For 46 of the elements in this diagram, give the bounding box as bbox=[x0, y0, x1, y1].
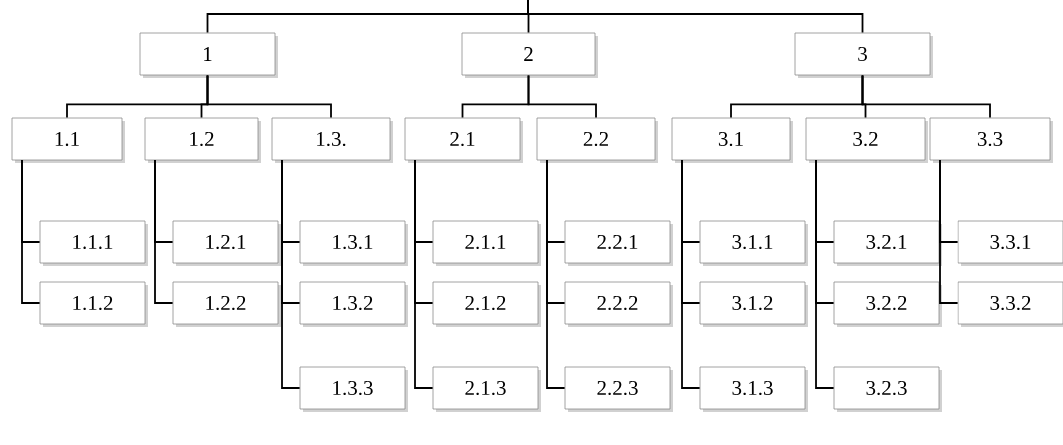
connector-line bbox=[546, 159, 566, 389]
box: 2.1 bbox=[404, 117, 523, 163]
box: 3.2.3 bbox=[833, 366, 942, 412]
box: 2.1.3 bbox=[432, 366, 541, 412]
connector-line bbox=[815, 159, 835, 389]
box: 2.2.3 bbox=[564, 366, 673, 412]
box: 2.2.1 bbox=[564, 220, 673, 266]
box: 2.2 bbox=[536, 117, 658, 163]
node-label: 3.2 bbox=[853, 131, 878, 147]
connector-line bbox=[414, 159, 434, 389]
box: 2.1.1 bbox=[432, 220, 541, 266]
box: 3.2.1 bbox=[833, 220, 942, 266]
box: 1.3.1 bbox=[299, 220, 408, 266]
box: 3.3.2 bbox=[957, 281, 1063, 327]
box: 3.2 bbox=[805, 117, 928, 163]
node-label: 3.3 bbox=[977, 131, 1003, 147]
box: 1.1.1 bbox=[39, 220, 148, 266]
box: 3.1 bbox=[671, 117, 793, 163]
box: 3.1.2 bbox=[699, 281, 808, 327]
box: 1.1.2 bbox=[39, 281, 148, 327]
box: 1.2.2 bbox=[172, 281, 281, 327]
connector-line bbox=[21, 159, 41, 304]
box: 3.3.1 bbox=[957, 220, 1063, 266]
box: 3.1.3 bbox=[699, 366, 808, 412]
box: 3 bbox=[794, 32, 933, 78]
box: 2.2.2 bbox=[564, 281, 673, 327]
box: 3.2.2 bbox=[833, 281, 942, 327]
box: 1.3. bbox=[271, 117, 393, 163]
box: 2 bbox=[461, 32, 598, 78]
connector-line bbox=[154, 159, 174, 304]
box: 3.1.1 bbox=[699, 220, 808, 266]
box: 2.1.2 bbox=[432, 281, 541, 327]
box: 1.2.1 bbox=[172, 220, 281, 266]
box: 1.3.2 bbox=[299, 281, 408, 327]
connector-line bbox=[681, 159, 701, 389]
box: 3.3 bbox=[929, 117, 1053, 163]
connector-line bbox=[206, 74, 332, 119]
connector-line bbox=[527, 0, 864, 34]
connector-line bbox=[939, 159, 959, 304]
connector-line bbox=[861, 74, 991, 119]
box: 1 bbox=[139, 32, 278, 78]
box: 1.2 bbox=[144, 117, 261, 163]
connector-line bbox=[281, 159, 301, 389]
connector-line bbox=[527, 74, 597, 119]
box: 1.1 bbox=[11, 117, 125, 163]
box: 1.3.3 bbox=[299, 366, 408, 412]
